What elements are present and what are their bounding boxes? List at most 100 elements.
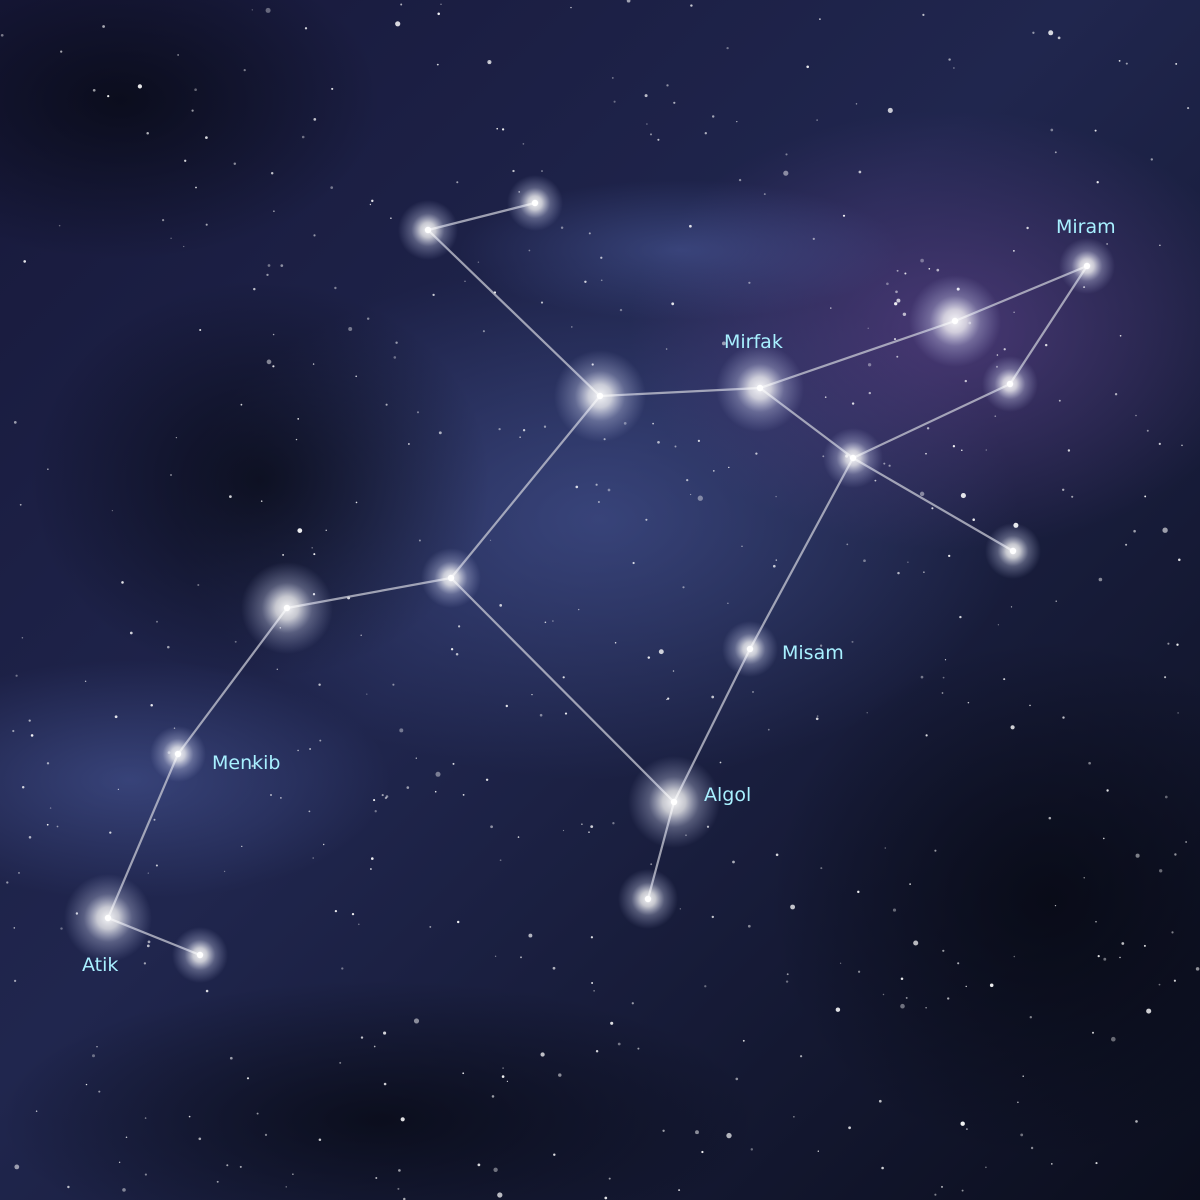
background-star <box>297 528 303 533</box>
background-star <box>266 359 272 365</box>
background-star <box>741 545 743 547</box>
background-star <box>1164 795 1168 799</box>
background-star <box>896 269 899 272</box>
background-star <box>678 1189 681 1192</box>
background-star <box>597 500 600 504</box>
background-star <box>205 989 209 993</box>
background-star <box>931 507 934 510</box>
constellation-star-s1 <box>398 200 458 260</box>
background-star <box>1125 543 1128 546</box>
background-star <box>896 355 899 358</box>
background-star <box>313 553 316 556</box>
background-star <box>1022 1075 1024 1077</box>
background-star <box>175 436 178 439</box>
background-star <box>571 326 573 328</box>
background-star <box>738 178 742 182</box>
background-star <box>940 1185 944 1188</box>
background-star <box>570 6 572 9</box>
background-star <box>1103 957 1107 961</box>
background-star <box>390 217 392 219</box>
background-star <box>588 831 590 833</box>
background-star <box>528 933 533 938</box>
background-star <box>13 421 17 424</box>
background-star <box>590 825 594 828</box>
background-star <box>150 704 153 707</box>
background-star <box>790 904 796 910</box>
background-star <box>961 449 963 451</box>
background-star <box>21 637 24 639</box>
background-star <box>6 881 9 884</box>
background-star <box>727 602 729 605</box>
background-star <box>608 1177 611 1180</box>
background-star <box>14 1164 20 1170</box>
background-star <box>595 1049 599 1053</box>
background-star <box>907 561 909 564</box>
background-star <box>666 84 669 87</box>
background-star <box>1083 877 1085 879</box>
background-star <box>543 425 547 428</box>
background-star <box>953 67 955 69</box>
background-star <box>440 3 442 5</box>
background-star <box>920 258 924 263</box>
background-star <box>348 327 353 331</box>
background-star <box>216 1180 219 1183</box>
background-star <box>477 261 480 263</box>
background-star <box>644 94 648 98</box>
background-star <box>611 76 614 79</box>
background-star <box>519 436 521 438</box>
background-star <box>719 761 722 764</box>
background-star <box>851 640 854 643</box>
background-star <box>282 553 285 556</box>
background-star <box>118 1161 121 1164</box>
background-star <box>985 449 988 451</box>
background-star <box>499 604 503 607</box>
background-star <box>965 985 967 988</box>
background-star <box>1048 816 1052 820</box>
background-star <box>600 256 603 259</box>
background-star <box>226 1164 229 1167</box>
background-star <box>464 280 466 282</box>
star-core <box>531 199 539 207</box>
background-star <box>711 915 714 919</box>
background-star <box>1050 128 1054 132</box>
background-star <box>1178 558 1181 562</box>
background-star <box>925 452 927 455</box>
background-star <box>1013 955 1016 958</box>
background-star <box>552 620 554 622</box>
background-star <box>339 1061 342 1064</box>
background-star <box>1096 181 1099 184</box>
background-star <box>942 949 945 952</box>
background-star <box>272 365 275 368</box>
background-star <box>1054 904 1057 907</box>
background-star <box>60 50 63 53</box>
background-star <box>1094 129 1097 132</box>
background-star <box>267 264 271 267</box>
background-star <box>272 333 275 336</box>
background-star <box>820 867 823 870</box>
background-star <box>146 944 150 948</box>
background-star <box>631 1002 634 1005</box>
background-star <box>1013 311 1015 313</box>
background-star <box>682 586 685 589</box>
background-star <box>755 452 758 455</box>
background-star <box>941 692 944 694</box>
background-star <box>13 979 17 983</box>
background-star <box>1121 942 1125 945</box>
background-star <box>775 559 778 561</box>
constellation-line-s8-s12 <box>749 457 854 650</box>
background-star <box>177 54 179 56</box>
background-star <box>904 272 907 275</box>
background-star <box>793 1116 795 1118</box>
background-star <box>1150 158 1154 161</box>
background-star <box>695 1130 699 1135</box>
background-star <box>512 169 515 173</box>
background-star <box>497 1192 503 1198</box>
background-star <box>489 539 492 541</box>
background-star <box>295 438 298 441</box>
background-star <box>393 356 397 359</box>
background-star <box>429 925 432 928</box>
background-star <box>851 402 855 405</box>
background-star <box>355 375 358 378</box>
background-star <box>1135 414 1137 417</box>
